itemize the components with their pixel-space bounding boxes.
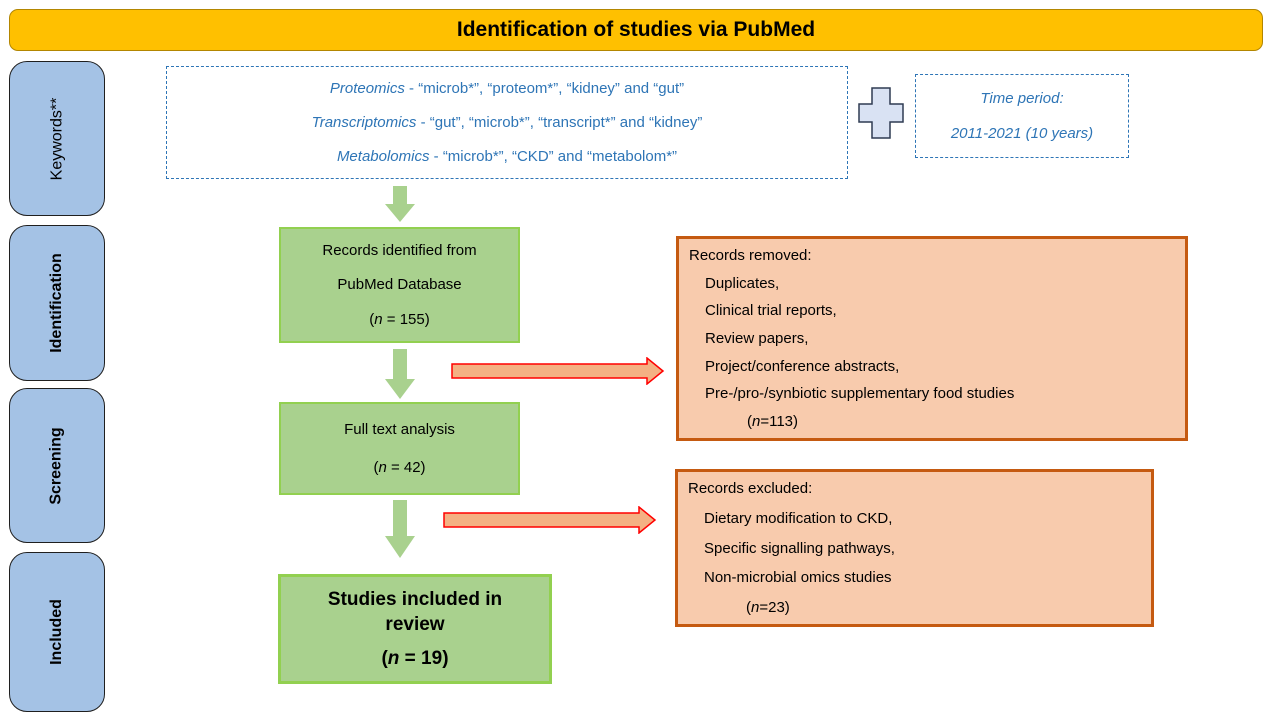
down-arrow-icon (385, 186, 415, 222)
removed-item: Duplicates, (705, 274, 780, 292)
stage-included-label: Included (48, 599, 65, 665)
right-arrow-icon (451, 357, 665, 385)
excluded-item: Specific signalling pathways, (704, 539, 895, 557)
down-arrow-icon (385, 500, 415, 558)
right-arrow-icon (443, 506, 657, 534)
identified-count: (n = 155) (369, 311, 430, 329)
records-removed-box: Records removed: Duplicates, Clinical tr… (676, 236, 1188, 441)
stage-keywords-label: Keywords** (47, 97, 65, 180)
diagram-title: Identification of studies via PubMed (456, 18, 816, 41)
removed-header: Records removed: (689, 247, 812, 264)
studies-included-box: Studies included in review (n = 19) (278, 574, 552, 684)
stage-keywords: Keywords** (9, 61, 105, 216)
plus-icon (858, 87, 904, 139)
records-excluded-box: Records excluded: Dietary modification t… (675, 469, 1154, 627)
time-period-value: 2011-2021 (10 years) (950, 125, 1094, 142)
records-identified-box: Records identified from PubMed Database … (279, 227, 520, 343)
full-text-analysis-box: Full text analysis (n = 42) (279, 402, 520, 495)
keyword-line-metabolomics: Metabolomics - “microb*”, “CKD” and “met… (336, 148, 678, 166)
excluded-count: (n=23) (746, 599, 790, 616)
stage-identification-label: Identification (48, 253, 65, 353)
title-banner: Identification of studies via PubMed (9, 9, 1263, 51)
removed-count: (n=113) (747, 412, 799, 430)
keyword-line-proteomics: Proteomics - “microb*”, “proteom*”, “kid… (329, 79, 685, 97)
stage-identification: Identification (9, 225, 105, 381)
down-arrow-icon (385, 349, 415, 399)
screened-line1: Full text analysis (344, 420, 455, 438)
time-period-box: Time period: 2011-2021 (10 years) (915, 74, 1129, 158)
removed-item: Pre-/pro-/synbiotic supplementary food s… (705, 385, 1015, 403)
identified-line2: PubMed Database (337, 276, 462, 294)
included-heading: Studies included in review (327, 589, 503, 635)
excluded-item: Dietary modification to CKD, (704, 509, 893, 527)
stage-screening: Screening (9, 388, 105, 543)
screened-count: (n = 42) (373, 459, 426, 477)
time-period-label: Time period: (980, 90, 1064, 107)
removed-item: Clinical trial reports, (705, 302, 837, 320)
identified-line1: Records identified from (322, 241, 477, 259)
removed-item: Project/conference abstracts, (705, 357, 900, 375)
excluded-header: Records excluded: (688, 480, 813, 497)
keyword-line-transcriptomics: Transcriptomics - “gut”, “microb*”, “tra… (311, 113, 703, 131)
excluded-item: Non-microbial omics studies (704, 569, 892, 587)
stage-included: Included (9, 552, 105, 712)
included-count: (n = 19) (381, 647, 449, 669)
removed-item: Review papers, (705, 329, 809, 347)
keywords-box: Proteomics - “microb*”, “proteom*”, “kid… (166, 66, 848, 179)
stage-screening-label: Screening (47, 426, 65, 505)
